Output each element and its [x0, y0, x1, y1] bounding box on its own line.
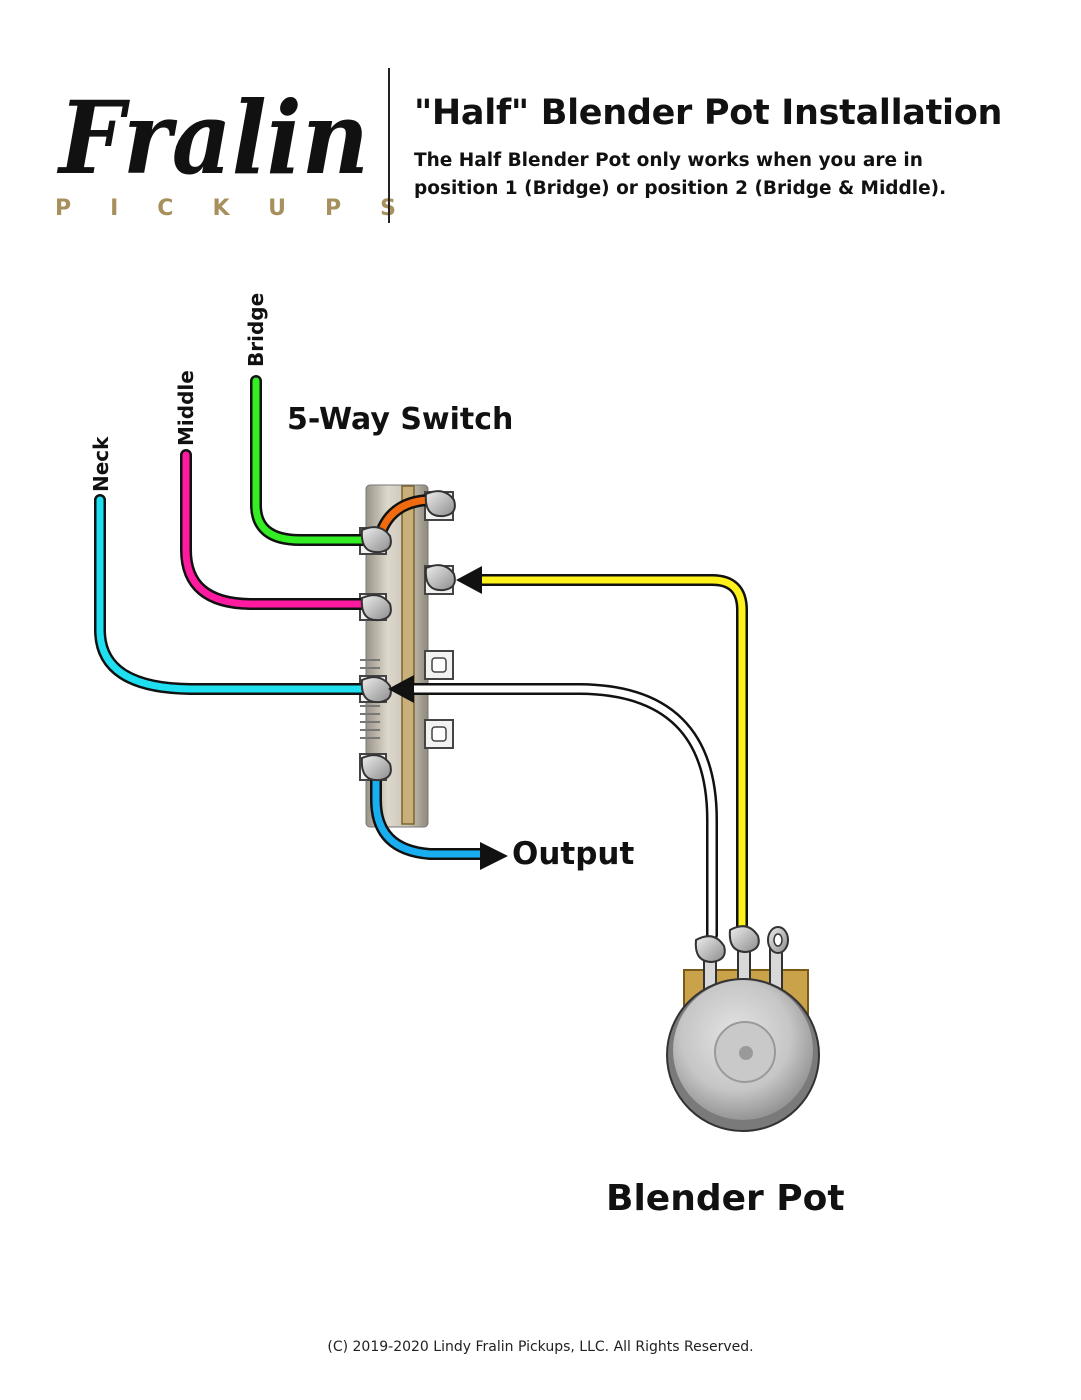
switch-label: 5-Way Switch	[287, 402, 514, 437]
arrow-output	[480, 842, 508, 870]
bridge-wire	[252, 377, 376, 544]
neck-wire	[96, 496, 379, 693]
blender-pot	[666, 925, 820, 1132]
subtitle-line-1: The Half Blender Pot only works when you…	[414, 150, 923, 171]
blender-pot-label: Blender Pot	[606, 1178, 845, 1219]
switch-lugs-right	[424, 491, 454, 749]
page-subtitle: The Half Blender Pot only works when you…	[414, 147, 1034, 203]
arrows	[388, 566, 508, 870]
header-divider	[388, 68, 390, 223]
logo-wordmark: Fralin	[56, 79, 369, 197]
solder-joints	[360, 490, 456, 782]
copyright-footer: (C) 2019-2020 Lindy Fralin Pickups, LLC.…	[327, 1339, 754, 1355]
output-wire	[372, 766, 486, 858]
middle-wire	[182, 451, 376, 608]
arrow-yellow	[456, 566, 482, 594]
pot-yellow-wire	[474, 576, 746, 939]
logo-subtext: PICKUPS	[55, 196, 435, 221]
neck-label: Neck	[89, 436, 113, 492]
pot-white-wire	[408, 685, 716, 939]
arrow-white	[388, 675, 414, 703]
output-label: Output	[512, 836, 635, 872]
subtitle-line-2: position 1 (Bridge) or position 2 (Bridg…	[414, 178, 947, 199]
bridge-label: Bridge	[244, 292, 268, 367]
fralin-logo: Fralin	[56, 79, 369, 197]
page-title: "Half" Blender Pot Installation	[414, 93, 1003, 133]
middle-label: Middle	[174, 370, 198, 446]
